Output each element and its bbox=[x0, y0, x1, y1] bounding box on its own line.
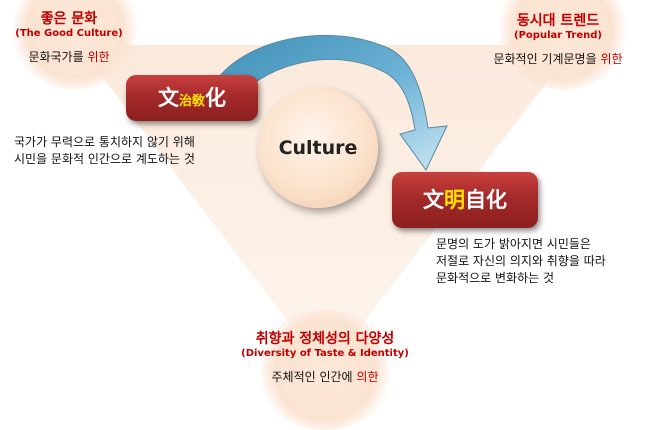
box-left-description: 국가가 무력으로 통치하지 않기 위해 시민을 문화적 인간으로 계도하는 것 bbox=[14, 133, 195, 167]
corner-popular-trend: 동시대 트렌드 (Popular Trend) 문화적인 기계문명을 위한 bbox=[470, 10, 646, 67]
background-diagram bbox=[78, 34, 575, 372]
corner-title: 취향과 정체성의 다양성 bbox=[255, 331, 395, 347]
box-char: 文 bbox=[423, 188, 444, 212]
box-char-accent: 敎 bbox=[192, 94, 206, 109]
box-char-accent: 治 bbox=[178, 94, 192, 109]
description-line: 시민을 문화적 인간으로 계도하는 것 bbox=[14, 152, 195, 166]
curved-arrow-icon bbox=[217, 34, 448, 171]
corner-title: 동시대 트렌드 bbox=[516, 13, 600, 29]
corner-subtitle: (Diversity of Taste & Identity) bbox=[241, 348, 409, 359]
corner-line-text: 문화국가를 bbox=[28, 50, 88, 64]
description-line: 국가가 무력으로 통치하지 않기 위해 bbox=[14, 135, 195, 149]
box-char: 文 bbox=[157, 86, 179, 110]
corner-subtitle: (The Good Culture) bbox=[15, 28, 123, 39]
culture-label: Culture bbox=[278, 137, 358, 159]
corner-good-culture: 좋은 문화 (The Good Culture) 문화국가를 위한 bbox=[8, 8, 130, 65]
background-triangle bbox=[78, 45, 575, 372]
box-char: 化 bbox=[486, 188, 507, 212]
corner-subtitle: (Popular Trend) bbox=[514, 30, 602, 41]
corner-line: 주체적인 인간에 의한 bbox=[205, 368, 445, 385]
corner-line-accent: 위한 bbox=[87, 50, 110, 64]
box-char: 化 bbox=[205, 86, 227, 110]
corner-line-text: 주체적인 인간에 bbox=[271, 370, 357, 384]
box-right-description: 문명의 도가 밝아지면 시민들은 저절로 자신의 의지와 취향을 따라 문화적으… bbox=[436, 235, 606, 286]
corner-line-text: 문화적인 기계문명을 bbox=[493, 52, 601, 66]
box-char-accent: 明 bbox=[444, 188, 465, 212]
box-char: 自 bbox=[465, 188, 486, 212]
description-line: 문화적으로 변화하는 것 bbox=[436, 271, 555, 285]
corner-line: 문화적인 기계문명을 위한 bbox=[470, 50, 646, 67]
culture-circle: Culture bbox=[258, 88, 378, 208]
box-munchigyohwa: 文治敎化 bbox=[126, 75, 258, 121]
description-line: 저절로 자신의 의지와 취향을 따라 bbox=[436, 254, 606, 268]
box-munmyeongjahwa: 文明自化 bbox=[392, 172, 538, 228]
corner-line-accent: 의한 bbox=[356, 370, 379, 384]
corner-diversity: 취향과 정체성의 다양성 (Diversity of Taste & Ident… bbox=[205, 328, 445, 385]
corner-line: 문화국가를 위한 bbox=[8, 48, 130, 65]
corner-title: 좋은 문화 bbox=[40, 11, 98, 27]
description-line: 문명의 도가 밝아지면 시민들은 bbox=[436, 237, 591, 251]
corner-line-accent: 위한 bbox=[600, 52, 623, 66]
